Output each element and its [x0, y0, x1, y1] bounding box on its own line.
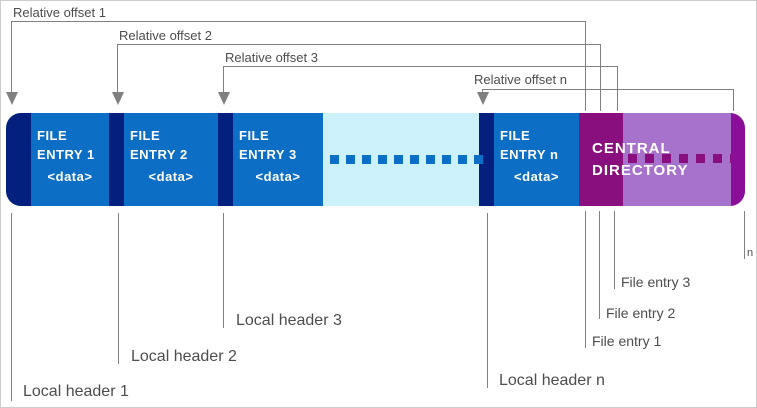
file-entry-3-callout-line — [614, 211, 615, 289]
local-header-2-label: Local header 2 — [131, 348, 237, 365]
file-entry-2-line1: FILE — [130, 128, 161, 143]
file-entry-2-line2: ENTRY 2 — [130, 147, 188, 162]
central-directory-start-block — [579, 113, 623, 206]
file-entry-3-block — [233, 113, 323, 206]
local-header-1-line — [11, 213, 12, 401]
relative-offset-n-label: Relative offset n — [474, 72, 567, 87]
file-entry-2-block — [124, 113, 218, 206]
relative-offset-n-line — [482, 89, 733, 90]
file-entry-1-callout-label: File entry 1 — [592, 333, 662, 349]
file-entry-3-callout-label: File entry 3 — [621, 274, 691, 290]
relative-offset-3-drop-line — [617, 66, 618, 111]
zip-archive-bar: FILE ENTRY 1 <data> FILE ENTRY 2 <data> … — [6, 113, 745, 206]
local-header-2-line — [118, 213, 119, 364]
file-entry-1-text: FILE ENTRY 1 <data> — [31, 113, 109, 206]
relative-offset-1-label: Relative offset 1 — [13, 5, 106, 20]
file-entry-n-data: <data> — [514, 169, 559, 184]
central-directory-line2: DIRECTORY — [592, 162, 689, 179]
central-directory-line1: CENTRAL — [592, 140, 671, 157]
local-header-3-line — [223, 213, 224, 328]
local-header-strip-n — [479, 113, 494, 206]
local-header-n-label: Local header n — [499, 372, 605, 389]
local-header-n-line — [487, 213, 488, 388]
n-callout-label: n — [747, 247, 754, 259]
ellipsis-dots-entries — [330, 155, 483, 164]
ellipsis-dots-central — [628, 154, 732, 163]
file-entry-2-callout-line — [599, 211, 600, 319]
relative-offset-n-drop-line — [733, 89, 734, 111]
file-entry-1-block — [31, 113, 109, 206]
n-callout-line — [744, 211, 745, 259]
file-entry-1-line1: FILE — [37, 128, 68, 143]
local-header-1-label: Local header 1 — [23, 383, 129, 400]
relative-offset-n-arrow-line — [482, 89, 483, 92]
file-entry-n-line1: FILE — [500, 128, 531, 143]
file-entry-3-data: <data> — [255, 169, 301, 184]
file-entry-2-data: <data> — [148, 169, 194, 184]
local-header-strip-2 — [109, 113, 124, 206]
relative-offset-1-line — [11, 21, 585, 22]
local-header-strip-3 — [218, 113, 233, 206]
relative-offset-2-line — [117, 44, 600, 45]
arrow-down-icon — [112, 92, 124, 105]
file-entry-3-line1: FILE — [239, 128, 270, 143]
file-entry-3-line2: ENTRY 3 — [239, 147, 297, 162]
relative-offset-2-label: Relative offset 2 — [119, 28, 212, 43]
relative-offset-1-arrow-line — [11, 21, 12, 92]
arrow-down-icon — [477, 92, 489, 105]
local-header-3-label: Local header 3 — [236, 312, 342, 329]
file-entry-n-line2: ENTRY n — [500, 147, 559, 162]
file-entry-3-text: FILE ENTRY 3 <data> — [233, 113, 323, 206]
relative-offset-3-label: Relative offset 3 — [225, 50, 318, 65]
file-entry-1-data: <data> — [47, 169, 93, 184]
relative-offset-2-arrow-line — [117, 44, 118, 92]
relative-offset-2-drop-line — [600, 44, 601, 111]
relative-offset-3-arrow-line — [223, 66, 224, 92]
central-directory-end-cap — [731, 113, 745, 206]
file-entry-n-text: FILE ENTRY n <data> — [494, 113, 579, 206]
file-entry-1-line2: ENTRY 1 — [37, 147, 95, 162]
relative-offset-3-line — [223, 66, 617, 67]
central-directory-text: CENTRAL DIRECTORY — [592, 113, 722, 206]
arrow-down-icon — [6, 92, 18, 105]
local-header-strip-1 — [6, 113, 31, 206]
file-entry-2-callout-label: File entry 2 — [606, 305, 676, 321]
arrow-down-icon — [218, 92, 230, 105]
file-entry-2-text: FILE ENTRY 2 <data> — [124, 113, 218, 206]
file-entry-1-callout-line — [585, 211, 586, 348]
file-entry-n-block — [494, 113, 579, 206]
